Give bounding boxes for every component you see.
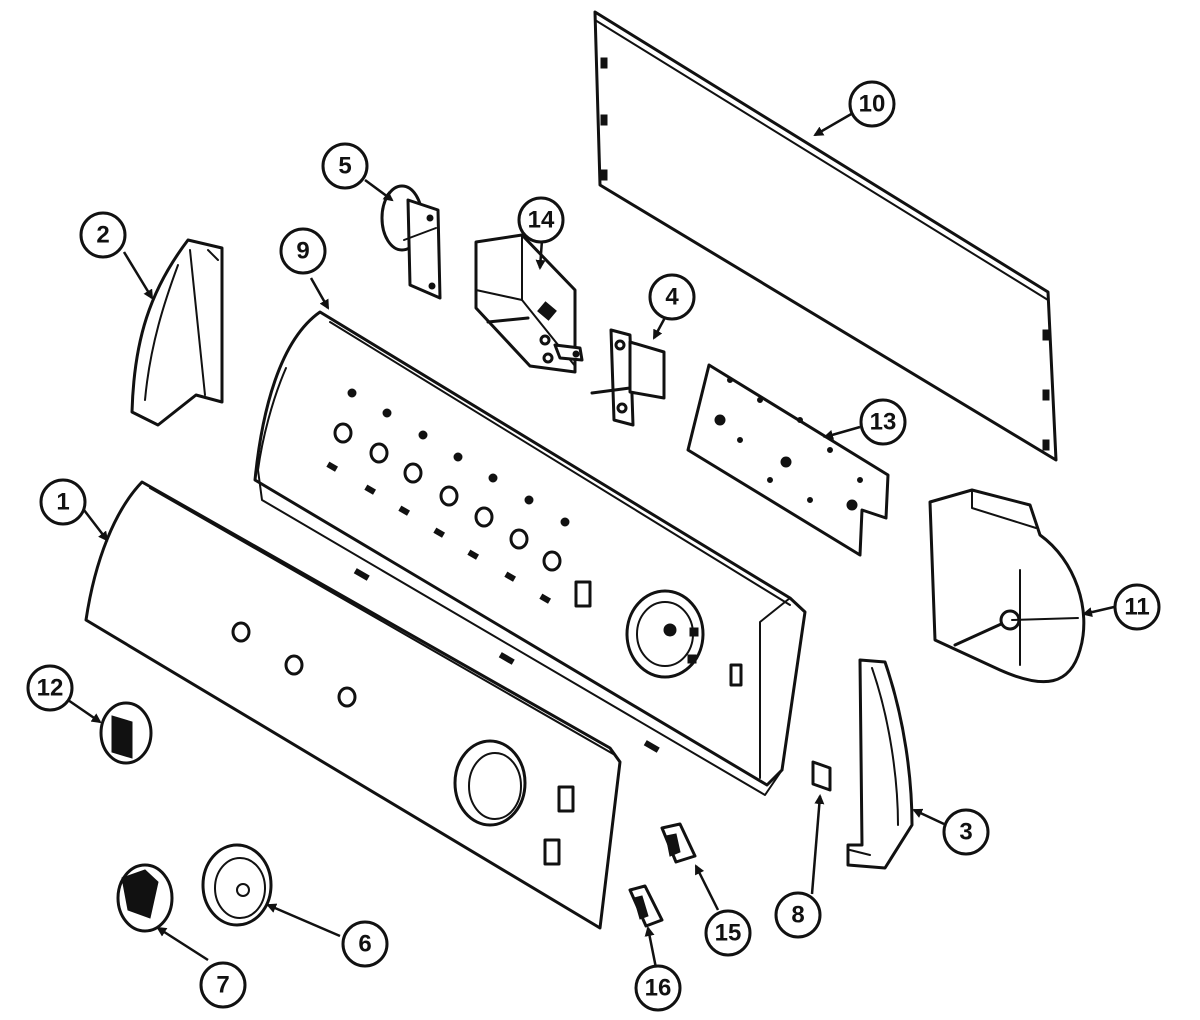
svg-text:13: 13 xyxy=(870,409,897,436)
callout-8: 8 xyxy=(774,891,822,939)
console-switch-slot xyxy=(574,580,592,608)
svg-text:8: 8 xyxy=(791,902,804,929)
callout-3: 3 xyxy=(942,808,990,856)
svg-text:5: 5 xyxy=(338,153,351,180)
motor-bracket xyxy=(928,488,1086,684)
rocker-switch-15 xyxy=(660,822,697,864)
timer xyxy=(474,233,584,374)
svg-text:3: 3 xyxy=(959,819,972,846)
svg-text:6: 6 xyxy=(358,931,371,958)
cover-dial-opening xyxy=(453,739,527,827)
circuit-board xyxy=(686,363,890,557)
svg-text:10: 10 xyxy=(859,91,886,118)
dial-bezel xyxy=(201,843,273,927)
console-button-holes xyxy=(333,422,562,572)
callout-9: 9 xyxy=(279,227,327,275)
clip xyxy=(811,760,832,792)
callout-6: 6 xyxy=(341,920,389,968)
svg-text:15: 15 xyxy=(715,920,742,947)
callout-7: 7 xyxy=(199,961,247,1009)
selector-knob xyxy=(116,863,174,933)
callout-15: 15 xyxy=(704,909,752,957)
rocker-switch-16 xyxy=(628,884,664,928)
small-knob xyxy=(99,701,153,765)
console-switch-slot-small xyxy=(729,663,743,687)
console-panel xyxy=(253,310,807,796)
svg-text:12: 12 xyxy=(37,675,64,702)
rear-panel xyxy=(593,10,1058,462)
svg-text:9: 9 xyxy=(296,238,309,265)
callout-13: 13 xyxy=(859,398,907,446)
callout-16: 16 xyxy=(634,964,682,1012)
leader-lines xyxy=(67,111,1115,969)
front-console-cover xyxy=(84,480,660,930)
callout-4: 4 xyxy=(648,273,696,321)
callout-10: 10 xyxy=(848,80,896,128)
svg-text:14: 14 xyxy=(528,207,555,234)
callouts: 1 2 3 4 5 6 7 8 xyxy=(26,80,1161,1012)
callout-5: 5 xyxy=(321,142,369,190)
callout-1: 1 xyxy=(39,478,87,526)
svg-text:1: 1 xyxy=(56,489,69,516)
callout-14: 14 xyxy=(517,196,565,244)
svg-text:16: 16 xyxy=(645,975,672,1002)
console-indicator-dots xyxy=(347,388,570,527)
callout-11: 11 xyxy=(1113,583,1161,631)
svg-text:7: 7 xyxy=(216,972,229,999)
knob-assembly xyxy=(380,184,442,300)
console-timer-dial xyxy=(625,589,705,679)
callout-12: 12 xyxy=(26,664,74,712)
switch xyxy=(590,328,666,427)
callout-2: 2 xyxy=(79,211,127,259)
svg-text:2: 2 xyxy=(96,222,109,249)
svg-text:4: 4 xyxy=(665,284,679,311)
right-end-cap xyxy=(846,658,914,870)
left-end-cap xyxy=(130,238,224,427)
svg-text:11: 11 xyxy=(1124,594,1149,621)
console-led-slots xyxy=(326,461,552,604)
